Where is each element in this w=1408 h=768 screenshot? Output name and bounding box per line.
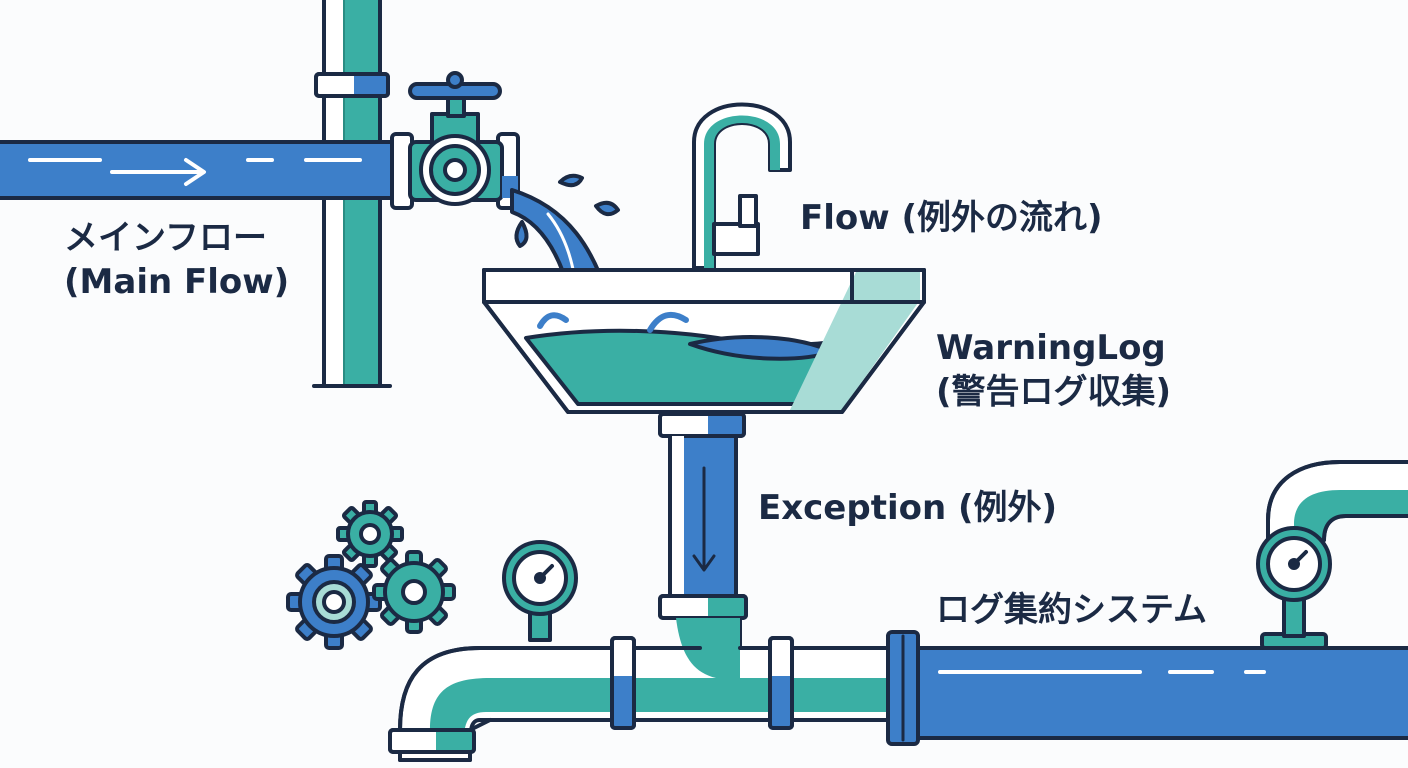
- warning-log-label: WarningLog (警告ログ収集): [936, 326, 1171, 414]
- main-flow-label: メインフロー (Main Flow): [64, 216, 289, 304]
- main-flow-pipe-icon: [0, 140, 406, 200]
- gear-icon: [336, 500, 404, 568]
- log-system-label-text: ログ集約システム: [936, 590, 1207, 630]
- valve-icon: [390, 71, 520, 210]
- gear-icon: [286, 554, 382, 650]
- warning-log-label-ja: (警告ログ収集): [936, 372, 1172, 412]
- exception-label-text: Exception (例外): [758, 488, 1058, 528]
- pressure-gauge-icon: [1256, 526, 1332, 650]
- flow-label-text: Flow (例外の流れ): [800, 198, 1103, 238]
- flow-label: Flow (例外の流れ): [800, 196, 1103, 240]
- drain-pipe-icon: [658, 412, 748, 620]
- sink-icon: [482, 268, 926, 414]
- bottom-pipe-icon: [388, 460, 1408, 762]
- gear-icon: [372, 550, 456, 634]
- exception-label: Exception (例外): [758, 486, 1057, 530]
- warning-log-label-en: WarningLog: [936, 328, 1166, 368]
- log-system-label: ログ集約システム: [936, 588, 1207, 632]
- main-flow-label-ja: メインフロー: [64, 218, 267, 258]
- pressure-gauge-icon: [502, 540, 578, 642]
- faucet-icon: [692, 102, 792, 270]
- main-flow-label-en: (Main Flow): [64, 262, 290, 302]
